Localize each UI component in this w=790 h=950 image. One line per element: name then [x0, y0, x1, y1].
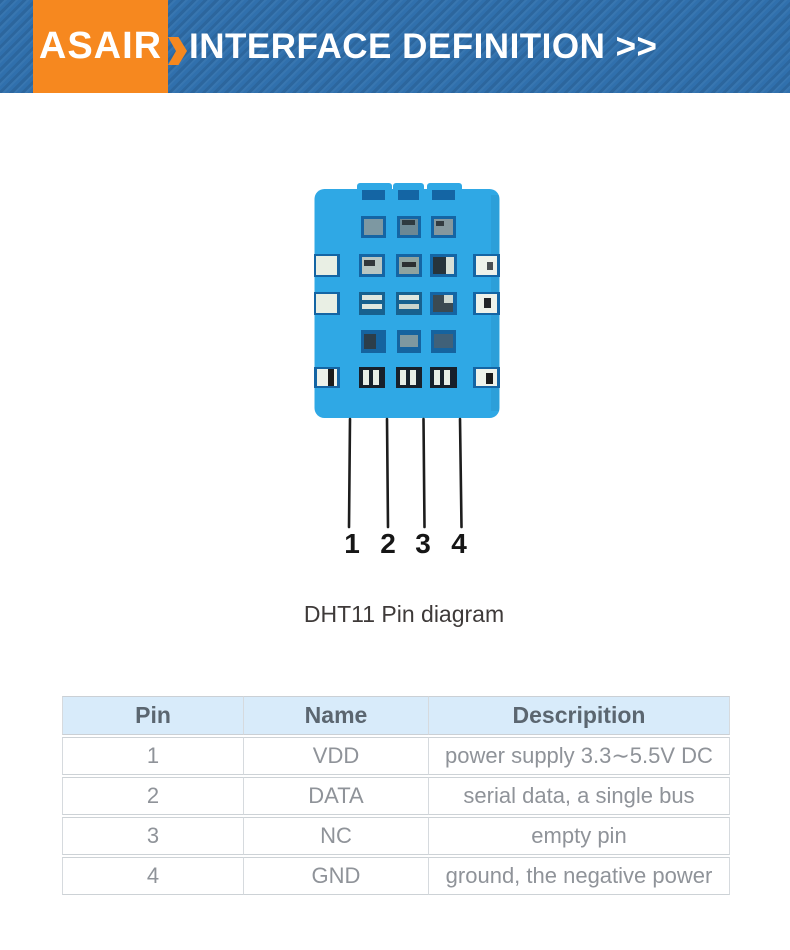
pin-number-label: 1 [344, 528, 360, 559]
cell-description: empty pin [429, 817, 730, 855]
pin-number-label: 3 [415, 528, 431, 559]
cell-pin: 4 [62, 857, 244, 895]
cell-name: DATA [244, 777, 429, 815]
column-header-name: Name [244, 696, 429, 735]
column-header-pin: Pin [62, 696, 244, 735]
sensor-hole-row [314, 254, 500, 277]
table-row: 1 VDD power supply 3.3∼5.5V DC [62, 737, 730, 775]
table-row: 4 GND ground, the negative power [62, 857, 730, 895]
cell-name: NC [244, 817, 429, 855]
column-header-description: Descripition [429, 696, 730, 735]
cell-name: VDD [244, 737, 429, 775]
table-row: 3 NC empty pin [62, 817, 730, 855]
page-title: INTERFACE DEFINITION >> [189, 26, 658, 66]
sensor-pins [347, 417, 463, 529]
sensor-pin-4 [458, 417, 463, 529]
sensor-hole-row [314, 292, 500, 315]
cell-pin: 3 [62, 817, 244, 855]
cell-description: power supply 3.3∼5.5V DC [429, 737, 730, 775]
pin-table-header-row: Pin Name Descripition [62, 696, 730, 735]
figure-caption: DHT11 Pin diagram [303, 601, 505, 627]
sensor-hole-row [361, 330, 456, 353]
sensor-hole-row [361, 216, 456, 238]
cell-description: serial data, a single bus [429, 777, 730, 815]
table-row: 2 DATA serial data, a single bus [62, 777, 730, 815]
cell-description: ground, the negative power [429, 857, 730, 895]
sensor-pin-3 [422, 417, 426, 529]
pin-number-label: 4 [451, 528, 467, 559]
cell-name: GND [244, 857, 429, 895]
dht11-sensor-image [314, 183, 500, 529]
cell-pin: 2 [62, 777, 244, 815]
sensor-hole-row [362, 190, 455, 200]
brand-logo: ASAIR [33, 0, 168, 93]
cell-pin: 1 [62, 737, 244, 775]
pin-table: Pin Name Descripition 1 VDD power supply… [62, 694, 730, 897]
pin-number-label: 2 [380, 528, 396, 559]
sensor-pin-2 [385, 417, 390, 529]
sensor-pin-1 [347, 417, 352, 529]
sensor-hole-row [314, 367, 500, 388]
brand-chevron-icon [168, 37, 187, 65]
header-bar: ASAIR INTERFACE DEFINITION >> [0, 0, 790, 93]
